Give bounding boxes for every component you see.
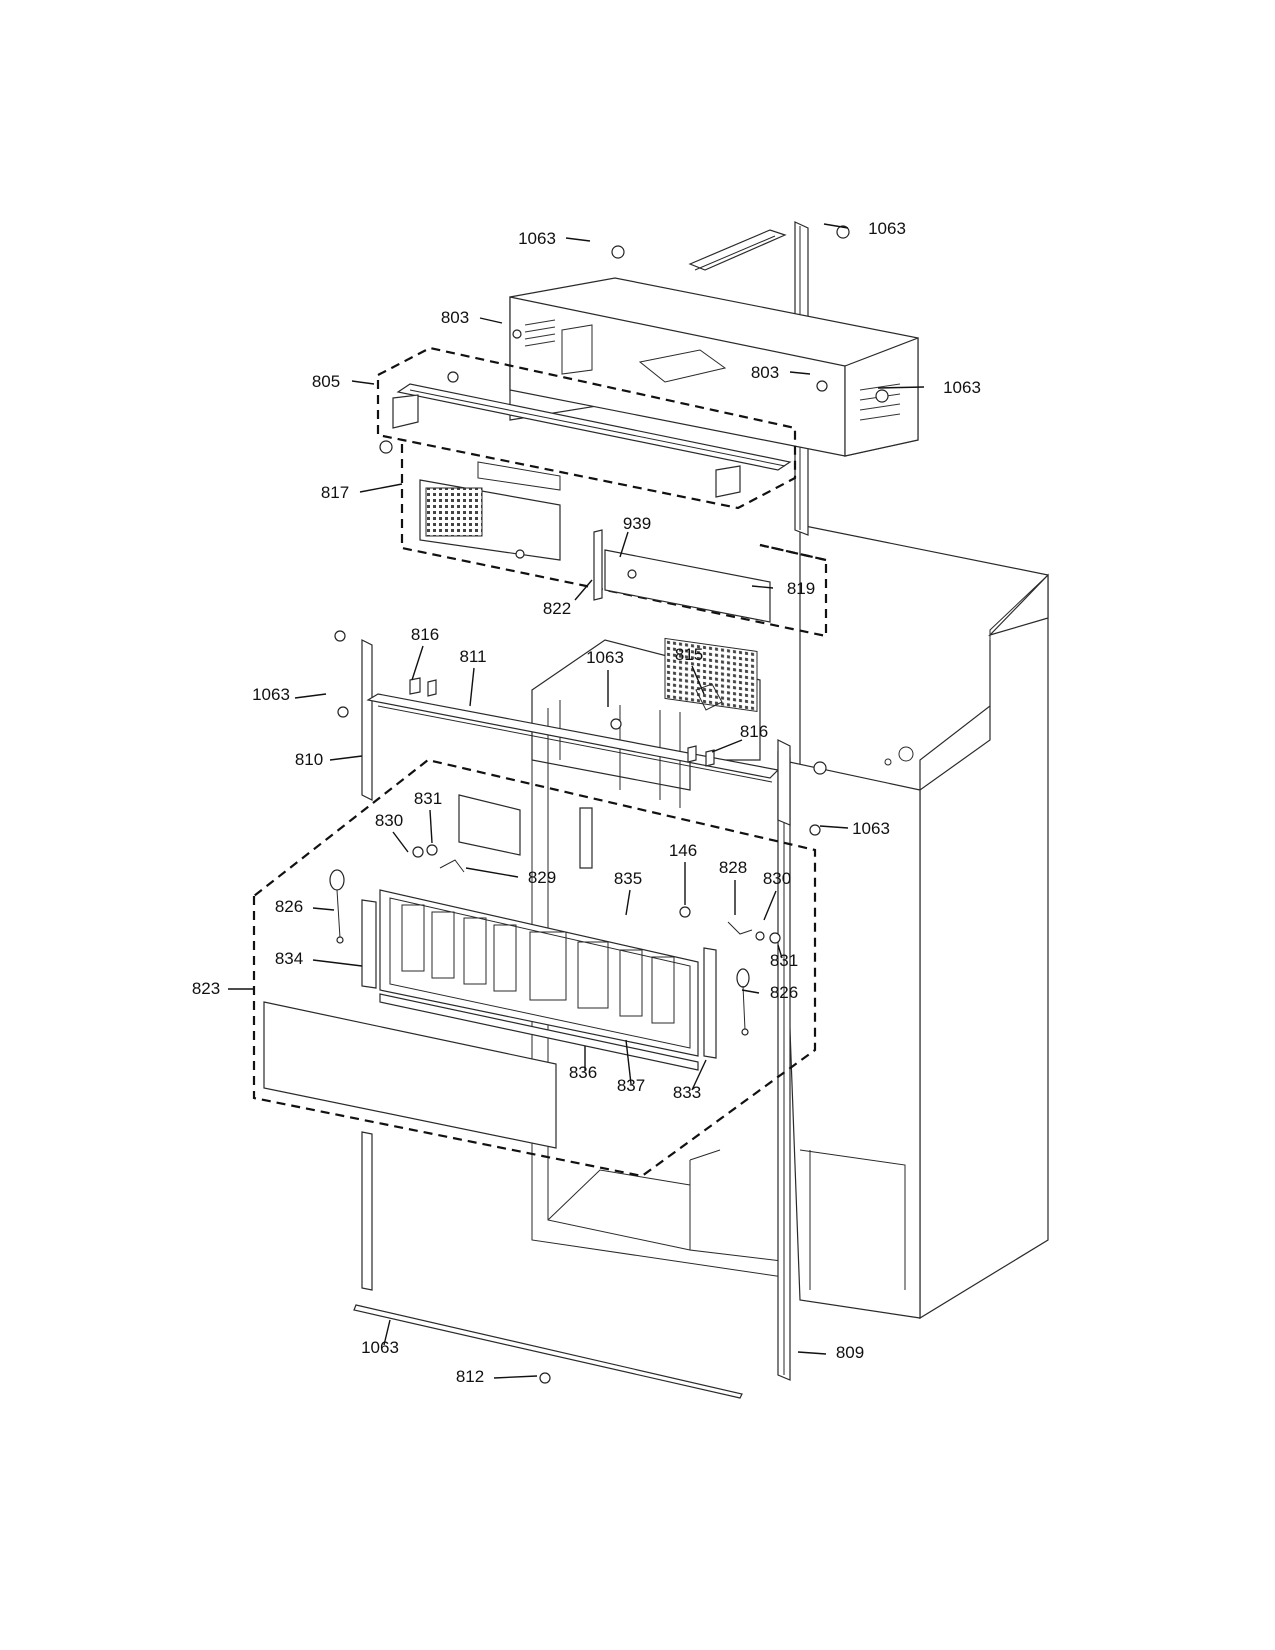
part-label-823: 823 — [192, 979, 220, 998]
part-label-1063: 1063 — [361, 1338, 399, 1357]
leader-line-830 — [392, 831, 409, 853]
part-label-816: 816 — [411, 625, 439, 644]
leader-line-1063 — [877, 386, 925, 389]
leader-line-803 — [789, 371, 811, 375]
leader-line-815 — [691, 665, 705, 695]
leader-line-809 — [797, 1351, 827, 1355]
leader-line-831 — [429, 809, 433, 844]
leader-line-830 — [763, 890, 777, 921]
support-arm-826-left — [329, 869, 345, 944]
part-label-836: 836 — [569, 1063, 597, 1082]
leader-line-812 — [493, 1375, 538, 1379]
leader-line-826 — [312, 907, 335, 911]
part-label-837: 837 — [617, 1076, 645, 1095]
part-label-1063: 1063 — [252, 685, 290, 704]
part-label-826: 826 — [770, 983, 798, 1002]
screw-fasteners — [337, 225, 889, 1384]
part-label-816: 816 — [740, 722, 768, 741]
part-label-146: 146 — [669, 841, 697, 860]
callout-leader-lines — [228, 223, 925, 1379]
leader-line-810 — [329, 755, 363, 761]
right-vertical-rail-809 — [777, 739, 827, 1381]
support-arm-826-right — [736, 968, 750, 1036]
leader-line-1063 — [823, 223, 849, 229]
leader-line-1063 — [565, 237, 591, 242]
control-panel-group-805 — [376, 346, 797, 510]
lower-left-rail — [361, 1131, 373, 1291]
part-label-810: 810 — [295, 750, 323, 769]
control-box-housing — [509, 277, 919, 457]
leader-line-803 — [479, 317, 503, 324]
leader-line-829 — [465, 867, 519, 878]
part-label-831: 831 — [770, 951, 798, 970]
part-label-939: 939 — [623, 514, 651, 533]
leader-line-834 — [312, 959, 363, 967]
leader-line-1063 — [294, 693, 327, 699]
cabinet-body — [779, 524, 1049, 1320]
leader-line-811 — [469, 667, 475, 707]
part-label-835: 835 — [614, 869, 642, 888]
part-label-812: 812 — [456, 1367, 484, 1386]
part-label-819: 819 — [787, 579, 815, 598]
left-side-rail-810 — [334, 630, 373, 801]
part-label-809: 809 — [836, 1343, 864, 1362]
part-label-829: 829 — [528, 868, 556, 887]
drawer-assembly-group-823 — [252, 758, 817, 1178]
leader-line-833 — [691, 1059, 707, 1091]
part-label-831: 831 — [414, 789, 442, 808]
part-label-822: 822 — [543, 599, 571, 618]
leader-line-819 — [751, 585, 774, 589]
part-label-811: 811 — [459, 647, 486, 666]
part-label-833: 833 — [673, 1083, 701, 1102]
part-label-805: 805 — [312, 372, 340, 391]
part-label-830: 830 — [763, 869, 791, 888]
part-label-815: 815 — [675, 645, 703, 664]
part-label-1063: 1063 — [868, 219, 906, 238]
vent-panel-group — [400, 444, 828, 712]
part-label-803: 803 — [441, 308, 469, 327]
leader-line-1063 — [383, 1319, 391, 1346]
part-label-1063: 1063 — [586, 648, 624, 667]
part-label-834: 834 — [275, 949, 303, 968]
leader-line-816 — [711, 739, 743, 753]
leader-line-805 — [351, 380, 375, 385]
bottom-trim-strip — [353, 1304, 743, 1399]
leader-line-817 — [359, 483, 403, 493]
part-label-1063: 1063 — [852, 819, 890, 838]
top-angle-trim — [688, 229, 787, 271]
leader-line-826 — [741, 989, 760, 994]
part-label-1063: 1063 — [518, 229, 556, 248]
part-label-1063: 1063 — [943, 378, 981, 397]
part-label-803: 803 — [751, 363, 779, 382]
part-label-826: 826 — [275, 897, 303, 916]
part-number-labels: 1063 1063 803 805 803 1063 817 939 819 822 816 811 1… — [192, 219, 981, 1386]
leader-line-939 — [619, 531, 629, 558]
leader-line-835 — [625, 889, 631, 916]
leader-line-816 — [411, 645, 424, 681]
leader-line-822 — [574, 579, 593, 601]
leader-line-837 — [625, 1039, 632, 1085]
part-label-817: 817 — [321, 483, 349, 502]
leader-line-1063 — [819, 825, 849, 829]
leader-line-831 — [777, 944, 783, 959]
part-label-830: 830 — [375, 811, 403, 830]
part-label-828: 828 — [719, 858, 747, 877]
